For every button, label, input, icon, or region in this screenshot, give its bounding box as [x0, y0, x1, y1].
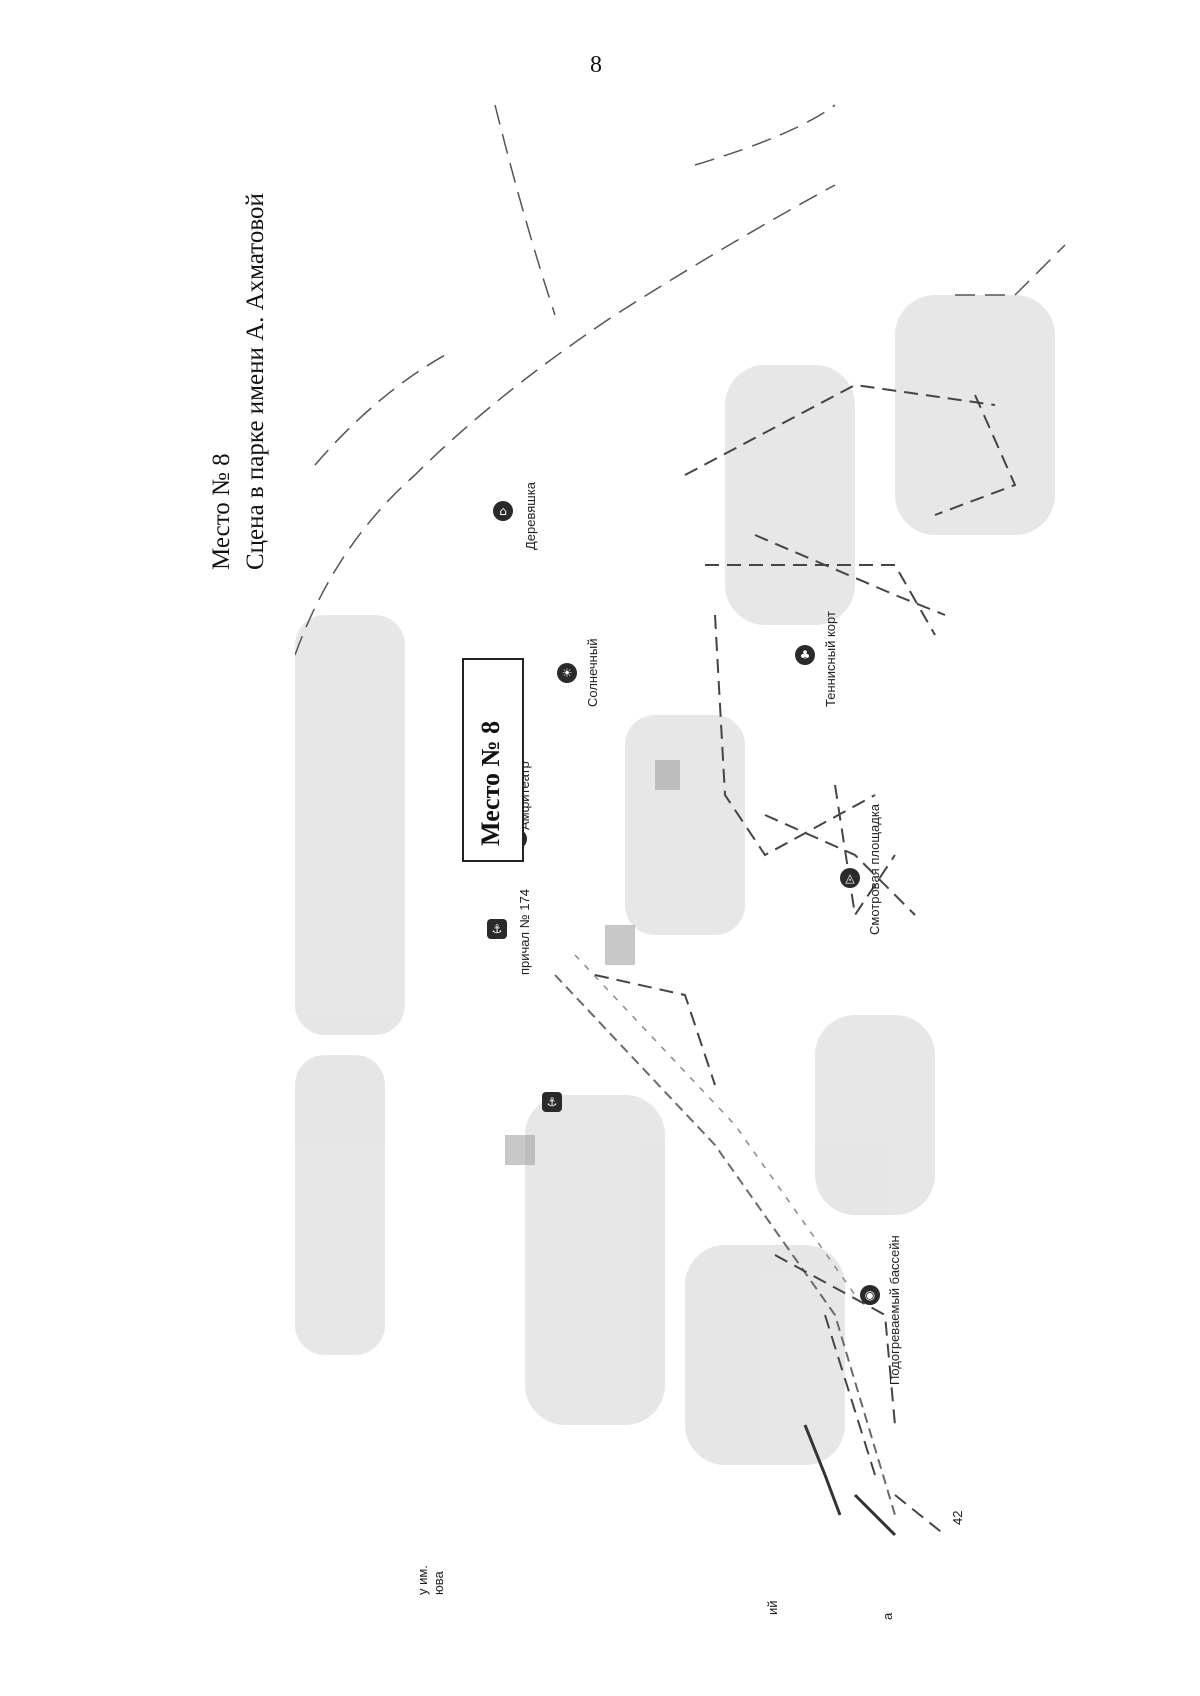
solnechny-icon[interactable]: ☀	[557, 663, 577, 683]
edge-fragment-1: ий	[765, 1600, 780, 1615]
caption-place-number: Место № 8	[208, 453, 235, 570]
street-fragment-1: у им.	[415, 1565, 430, 1595]
page-number: 8	[590, 52, 602, 78]
dereviashka-icon[interactable]: ⌂	[493, 501, 513, 521]
pool-label: Подогреваемый бассейн	[887, 1235, 902, 1385]
caption-place-description: Сцена в парке имени А. Ахматовой	[242, 193, 269, 570]
map-caption: Место № 8 Сцена в парке имени А. Ахматов…	[205, 193, 273, 570]
viewpoint-label-line: Смотровая площадка	[867, 804, 882, 935]
edge-fragment-2: а	[880, 1612, 895, 1620]
house-number: 42	[950, 1510, 965, 1525]
street-fragment-2: юва	[431, 1571, 446, 1595]
tennis-court-icon[interactable]: ♣	[795, 645, 815, 665]
dereviashka-label: Деревяшка	[523, 482, 538, 550]
tennis-court-label: Теннисный корт	[823, 611, 838, 707]
viewpoint-label: Смотровая площадка	[867, 803, 882, 935]
pier-174-icon[interactable]: ⚓	[487, 919, 507, 939]
callout-label: Место № 8	[476, 720, 505, 846]
pier-174-label: причал № 174	[517, 889, 532, 975]
place-callout: Место № 8	[462, 658, 524, 862]
viewpoint-icon[interactable]: ◬	[840, 868, 860, 888]
pool-icon[interactable]: ◉	[860, 1285, 880, 1305]
park-map[interactable]: ★ ⚓ ⚓ ☀ ⌂ ♣ ◬ ◉ Амфитеатр причал № 174 С…	[295, 95, 1095, 1625]
map-background	[295, 104, 1066, 1537]
pier-icon[interactable]: ⚓	[542, 1092, 562, 1112]
solnechny-label: Солнечный	[585, 638, 600, 707]
